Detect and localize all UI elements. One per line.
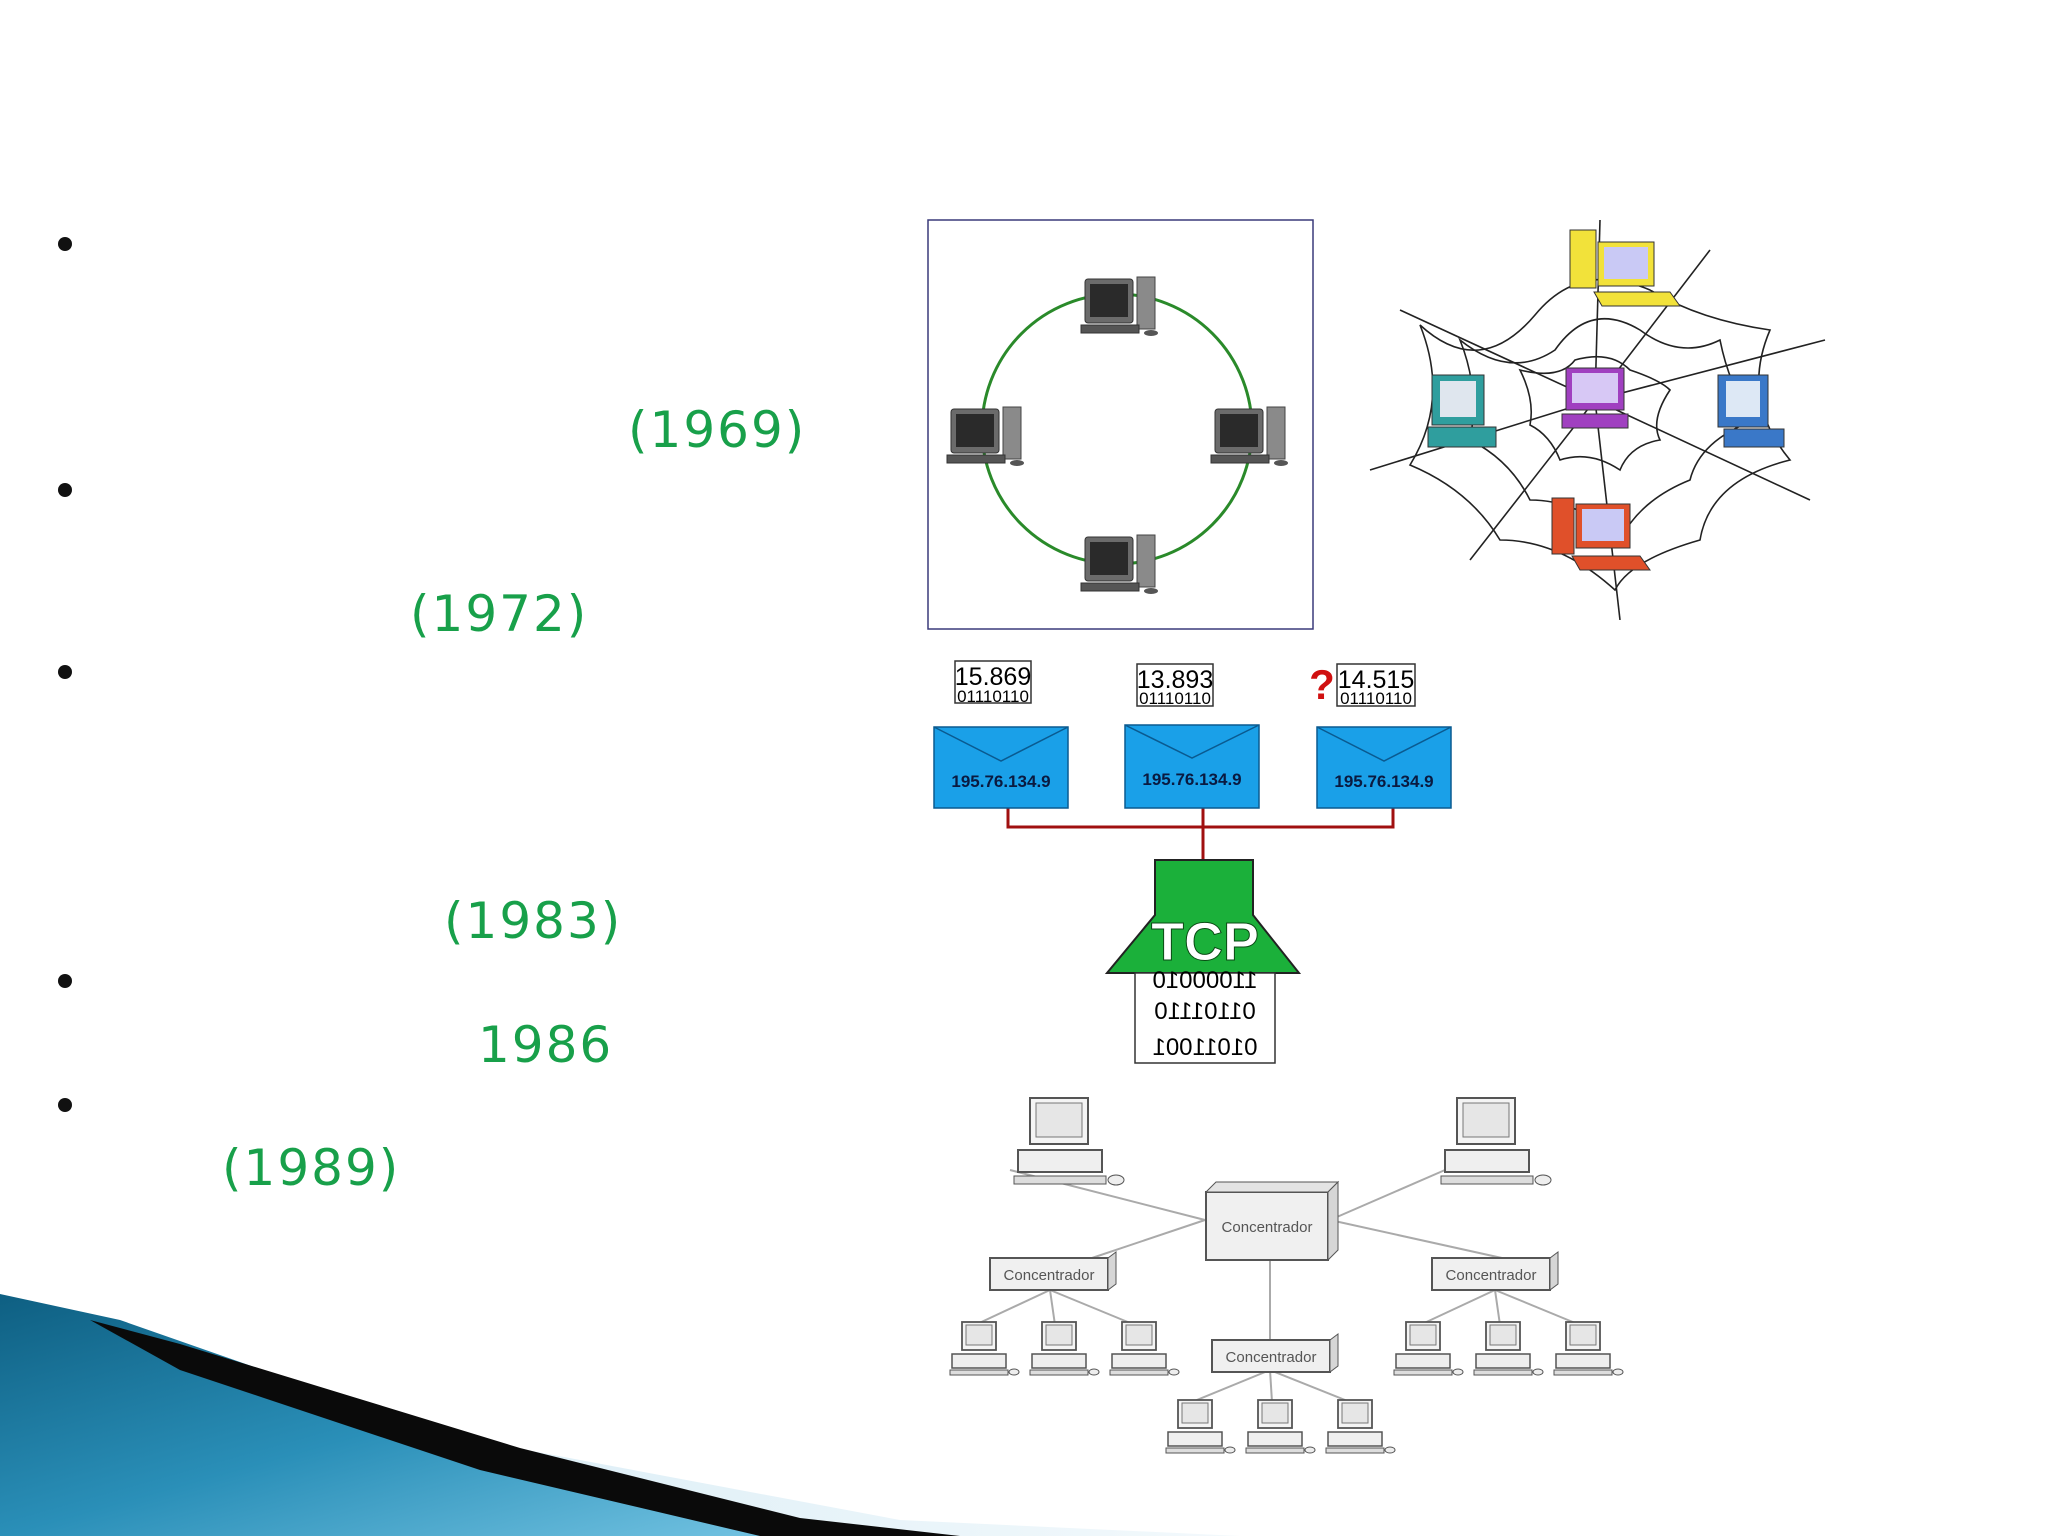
packet-3-marker: ?: [1309, 661, 1335, 708]
web-computer-purple: [1561, 367, 1629, 429]
packet-2-address: 195.76.134.9: [1142, 770, 1241, 789]
ring-computer-top: [1080, 276, 1159, 337]
packet-2: 13.893 01110110 195.76.134.9: [1124, 663, 1260, 809]
hub-branch-right-label: Concentrador: [1446, 1267, 1537, 1284]
decorative-swoosh: [0, 1294, 1240, 1536]
tcp-bitstream-box: [1134, 972, 1276, 1064]
tcp-bits-2: 01101110: [1154, 998, 1255, 1025]
web-computer-yellow: [1569, 229, 1681, 307]
packet-2-envelope: [1124, 724, 1260, 809]
packet-3: ? 14.515 01110110 195.76.134.9: [1309, 661, 1452, 809]
web-computer-blue: [1717, 374, 1785, 448]
year-1969: (1969): [628, 401, 807, 459]
bullet-2: [58, 483, 72, 497]
packet-2-bits: 01110110: [1139, 689, 1211, 708]
packet-3-number: 14.515: [1338, 666, 1414, 694]
web-computer-red: [1551, 497, 1651, 571]
packet-1-bits: 01110110: [957, 687, 1029, 706]
year-1972: (1972): [410, 585, 589, 643]
web-network-diagram: [1369, 220, 1826, 620]
bullet-3: [58, 665, 72, 679]
tcp-bits-3: 01011001: [1153, 1034, 1258, 1061]
ring-computer-left: [946, 406, 1025, 467]
hub-branch-bottom: Concentrador: [1211, 1333, 1339, 1373]
packet-1-address: 195.76.134.9: [951, 772, 1050, 791]
tcp-label: TCP: [1151, 912, 1259, 972]
packet-3-bits: 01110110: [1340, 689, 1412, 708]
bullet-4: [58, 974, 72, 988]
tcp-funnel: [1104, 859, 1302, 974]
hub-big-computer-left: [1013, 1097, 1125, 1186]
hub-branch-right: Concentrador: [1431, 1251, 1559, 1291]
year-1986: 1986: [478, 1016, 614, 1074]
packet-1-envelope: [933, 726, 1069, 809]
packet-3-address: 195.76.134.9: [1334, 772, 1433, 791]
packet-1-number: 15.869: [955, 663, 1031, 691]
packet-2-number: 13.893: [1137, 666, 1213, 694]
hub-branch-left: Concentrador: [989, 1251, 1117, 1291]
hub-branch-bottom-label: Concentrador: [1226, 1349, 1317, 1366]
year-1989: (1989): [222, 1139, 401, 1197]
tcp-bits-1: 11000010: [1153, 967, 1258, 994]
ring-computer-right: [1210, 406, 1289, 467]
packet-1: 15.869 01110110 195.76.134.9: [933, 660, 1069, 809]
tcp-packet-diagram: 15.869 01110110 195.76.134.9 13.893 0111…: [933, 660, 1452, 1064]
web-computer-teal: [1427, 374, 1497, 448]
hub-root-label: Concentrador: [1222, 1219, 1313, 1236]
hub-big-computer-right: [1440, 1097, 1552, 1186]
ring-network-diagram: [927, 219, 1314, 630]
bullet-5: [58, 1098, 72, 1112]
hub-root: Concentrador: [1204, 1180, 1340, 1262]
year-1983: (1983): [444, 892, 623, 950]
hub-branch-left-label: Concentrador: [1004, 1267, 1095, 1284]
ring-computer-bottom: [1080, 534, 1159, 595]
packet-3-envelope: [1316, 726, 1452, 809]
hub-tree-diagram: Concentrador Concentrador Concentrador C…: [949, 1097, 1624, 1454]
bullet-1: [58, 237, 72, 251]
